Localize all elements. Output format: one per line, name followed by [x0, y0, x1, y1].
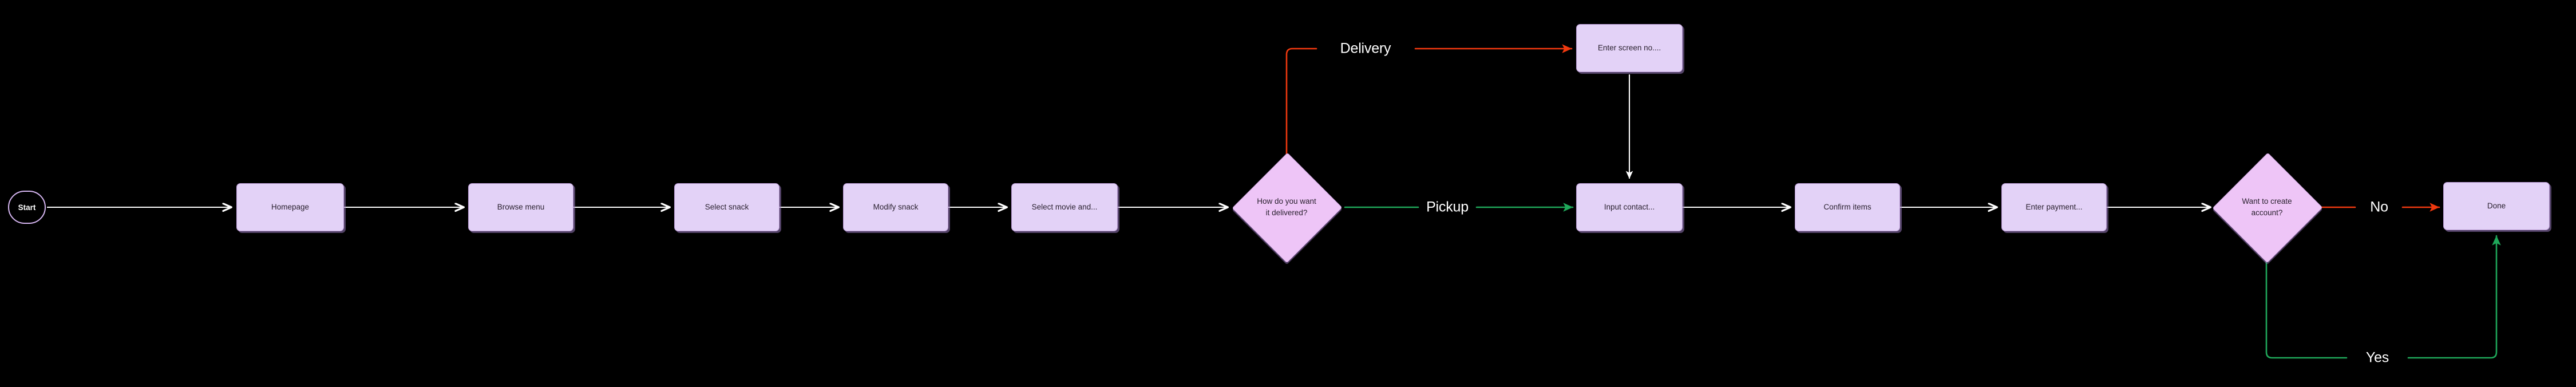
- edge-label-no: No: [2370, 199, 2388, 215]
- node-browse-menu-label: Browse menu: [497, 202, 545, 211]
- edge-yes-up: [2407, 235, 2501, 359]
- node-select-movie-label: Select movie and...: [1031, 202, 1098, 211]
- node-homepage[interactable]: Homepage: [236, 183, 344, 231]
- node-confirm-items-label: Confirm items: [1823, 202, 1871, 211]
- node-select-movie[interactable]: Select movie and...: [1011, 183, 1118, 231]
- edge-yes-down: [2265, 261, 2348, 359]
- edge-delivery-branch: [1285, 48, 1317, 155]
- node-input-contact-label: Input contact...: [1604, 202, 1655, 211]
- node-account-decision-label: Want to create account?: [2242, 197, 2292, 217]
- node-modify-snack[interactable]: Modify snack: [843, 183, 948, 231]
- node-start-label: Start: [18, 203, 36, 212]
- node-enter-payment-label: Enter payment...: [2025, 202, 2083, 211]
- node-confirm-items[interactable]: Confirm items: [1795, 183, 1900, 231]
- node-select-snack-label: Select snack: [705, 202, 749, 211]
- node-done[interactable]: Done: [2443, 182, 2550, 230]
- node-modify-snack-label: Modify snack: [873, 202, 919, 211]
- node-account-decision[interactable]: Want to create account?: [2212, 152, 2323, 263]
- node-enter-payment[interactable]: Enter payment...: [2001, 183, 2107, 231]
- node-browse-menu[interactable]: Browse menu: [468, 183, 573, 231]
- node-homepage-label: Homepage: [271, 202, 310, 211]
- node-enter-screen[interactable]: Enter screen no....: [1576, 24, 1683, 72]
- node-delivery-decision[interactable]: How do you want it delivered?: [1232, 152, 1343, 263]
- node-input-contact[interactable]: Input contact...: [1576, 183, 1683, 231]
- edge-label-pickup: Pickup: [1426, 199, 1469, 215]
- node-done-label: Done: [2487, 201, 2506, 210]
- node-delivery-decision-label: How do you want it delivered?: [1257, 197, 1316, 217]
- node-start[interactable]: Start: [8, 191, 46, 224]
- node-select-snack[interactable]: Select snack: [674, 183, 779, 231]
- edge-label-delivery: Delivery: [1340, 40, 1391, 57]
- node-enter-screen-label: Enter screen no....: [1597, 43, 1661, 52]
- edge-label-yes: Yes: [2365, 349, 2389, 366]
